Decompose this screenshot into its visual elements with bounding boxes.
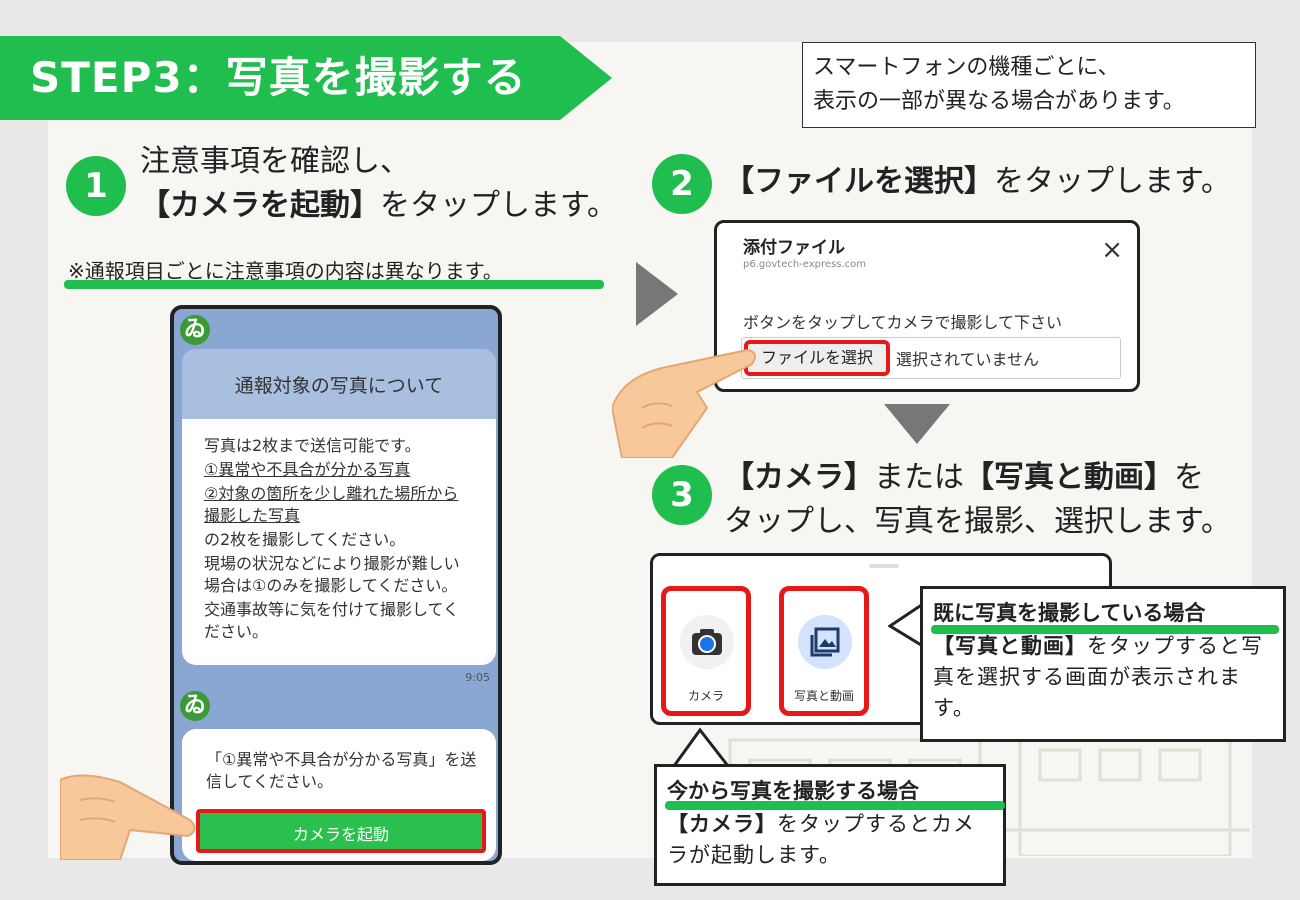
sheet-handle[interactable] (869, 564, 899, 568)
callout-existing-title: 既に写真を撮影している場合 (933, 601, 1206, 625)
step1-instruction: 注意事項を確認し、 【カメラを起動】をタップします。 (140, 140, 617, 228)
camera-option[interactable]: カメラ (661, 586, 751, 716)
card-title: 通報対象の写真について (182, 349, 496, 419)
callout-pointer (672, 727, 730, 767)
callout-underline (665, 801, 1005, 810)
body-line: ②対象の箇所を少し離れた場所から撮影した写真 (204, 484, 459, 525)
body-line: 写真は2枚まで送信可能です。 (204, 436, 421, 455)
step-banner: STEP3：写真を撮影する (0, 36, 612, 120)
tapping-hand-icon (612, 348, 757, 458)
photo-library-icon (798, 615, 852, 669)
bot-avatar-icon: ゐ (180, 691, 210, 721)
caution-underline (64, 280, 604, 289)
note-line-2: 表示の一部が異なる場合があります。 (813, 89, 1185, 114)
attach-file-dialog: 添付ファイル p6.govtech-express.com × ボタンをタップし… (714, 220, 1140, 392)
callout-existing-rest: をタップすると写真を選択する画面が表示されます。 (933, 634, 1263, 720)
callout-new-bold: 【カメラ】 (667, 812, 777, 836)
bot-avatar-icon: ゐ (180, 315, 210, 345)
callout-existing-body: 【写真と動画】をタップすると写真を選択する画面が表示されます。 (933, 631, 1273, 724)
callout-underline (931, 625, 1279, 634)
callout-new-body: 【カメラ】をタップするとカメラが起動します。 (667, 809, 993, 871)
step3-mid: または (874, 460, 964, 495)
arrow-right-icon (636, 262, 678, 326)
photos-videos-option[interactable]: 写真と動画 (779, 586, 869, 716)
photos-option-label: 写真と動画 (793, 689, 854, 703)
start-camera-button[interactable]: カメラを起動 (196, 809, 486, 853)
step2-number: 2 (652, 154, 712, 214)
callout-existing-bold: 【写真と動画】 (933, 634, 1087, 658)
step3-number: 3 (652, 465, 712, 525)
dialog-domain: p6.govtech-express.com (743, 259, 867, 270)
card-body: 写真は2枚まで送信可能です。 ①異常や不具合が分かる写真 ②対象の箇所を少し離れ… (182, 419, 496, 661)
dialog-title: 添付ファイル (743, 238, 845, 258)
callout-new-rest: をタップするとカメラが起動します。 (667, 812, 975, 867)
step3-bold-photos: 【写真と動画】 (964, 460, 1174, 495)
step1-rest: をタップします。 (380, 188, 617, 223)
close-icon[interactable]: × (1101, 235, 1123, 265)
dialog-instruction: ボタンをタップしてカメラで撮影して下さい (743, 313, 1063, 332)
camera-icon (680, 615, 734, 669)
step2-instruction: 【ファイルを選択】をタップします。 (724, 160, 1231, 204)
callout-pointer (888, 600, 927, 650)
step2-bold: 【ファイルを選択】 (724, 164, 994, 199)
step1-line1: 注意事項を確認し、 (140, 144, 410, 179)
callout-new-photo: 今から写真を撮影する場合 【カメラ】をタップするとカメラが起動します。 (654, 764, 1006, 886)
choose-file-button[interactable]: ファイルを選択 (744, 340, 890, 376)
step3-end: を (1174, 460, 1204, 495)
step3-instruction: 【カメラ】または【写真と動画】を タップし、写真を撮影、選択します。 (724, 456, 1231, 544)
file-input[interactable]: ファイルを選択 選択されていません (741, 337, 1121, 379)
step3-line2: タップし、写真を撮影、選択します。 (724, 504, 1231, 539)
photo-info-card: 通報対象の写真について 写真は2枚まで送信可能です。 ①異常や不具合が分かる写真… (182, 349, 496, 665)
callout-new-title: 今から写真を撮影する場合 (667, 779, 919, 803)
step1-bold: 【カメラを起動】 (140, 188, 380, 223)
page-title: STEP3：写真を撮影する (30, 53, 527, 102)
phone-screen: ゐ 通報対象の写真について 写真は2枚まで送信可能です。 ①異常や不具合が分かる… (170, 305, 502, 865)
message-time: 9:05 (465, 671, 490, 684)
step1-number: 1 (66, 156, 126, 216)
callout-existing-photo: 既に写真を撮影している場合 【写真と動画】をタップすると写真を選択する画面が表示… (920, 586, 1286, 742)
caution-text: ※通報項目ごとに注意事項の内容は異なります。 (68, 259, 503, 283)
note-line-1: スマートフォンの機種ごとに、 (813, 55, 1120, 80)
step3-bold-camera: 【カメラ】 (724, 460, 874, 495)
camera-option-label: カメラ (687, 689, 724, 703)
step2-rest: をタップします。 (994, 164, 1231, 199)
file-status: 選択されていません (896, 350, 1040, 369)
tapping-hand-icon (60, 774, 196, 860)
body-line: 現場の状況などにより撮影が難しい場合は①のみを撮影してください。 (204, 554, 460, 595)
body-line: 交通事故等に気を付けて撮影してください。 (204, 600, 460, 641)
body-line: の2枚を撮影してください。 (204, 530, 406, 549)
send-request-card: 「①異常や不具合が分かる写真」を送信してください。 カメラを起動 (182, 729, 496, 861)
send-request-text: 「①異常や不具合が分かる写真」を送信してください。 (206, 750, 477, 791)
device-note: スマートフォンの機種ごとに、 表示の一部が異なる場合があります。 (802, 42, 1256, 128)
body-line: ①異常や不具合が分かる写真 (204, 460, 411, 479)
arrow-down-icon (884, 404, 950, 444)
